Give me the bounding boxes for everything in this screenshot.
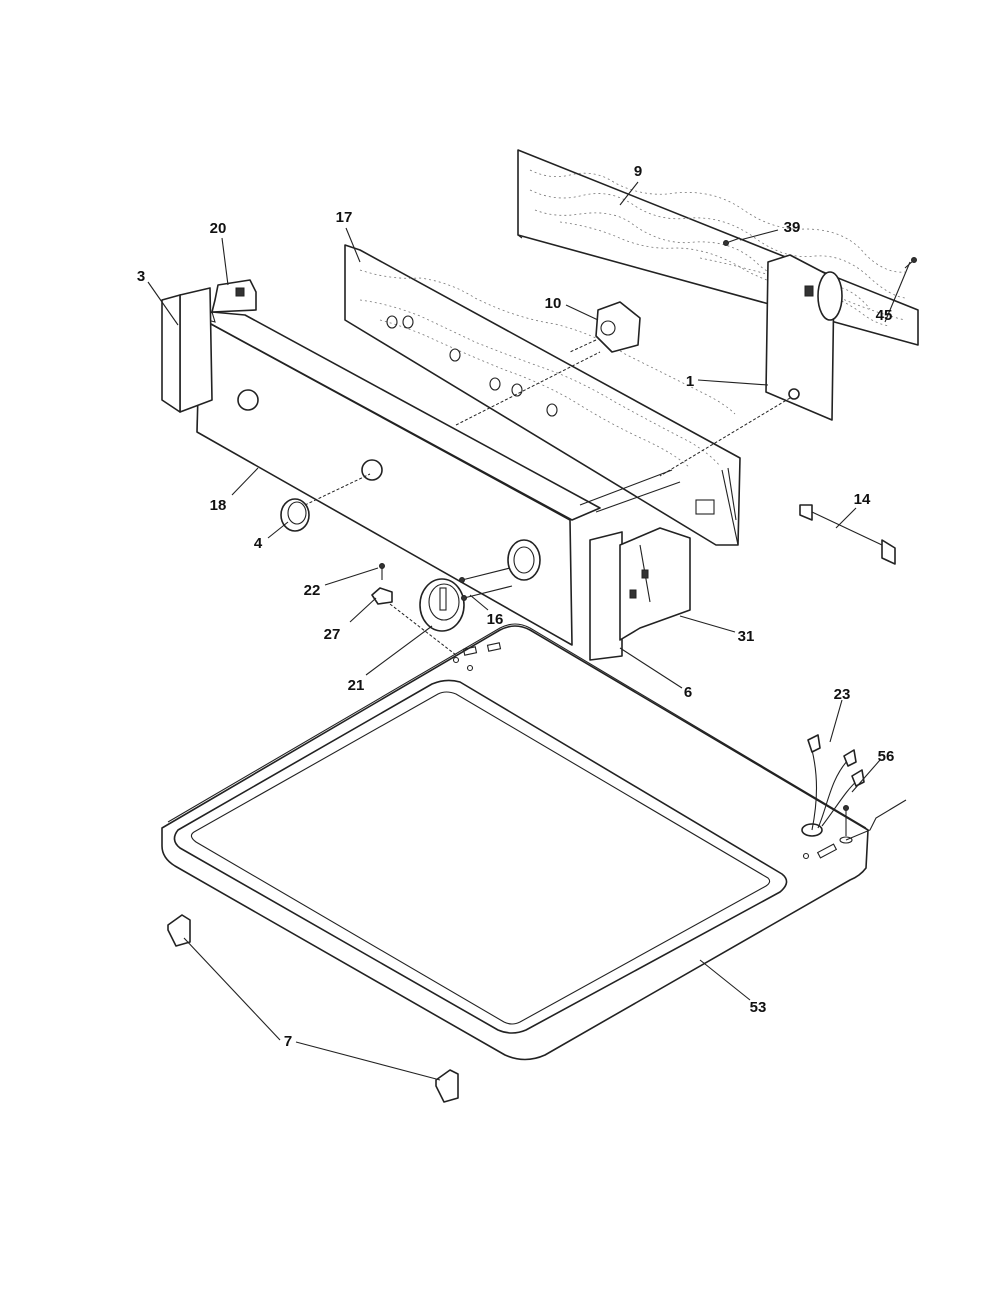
clip-part-7-right [435,1069,459,1103]
callout-21: 21 [348,677,365,694]
callout-27: 27 [324,626,341,643]
selector-switch-part-10 [569,301,641,353]
screw-part-39 [723,237,741,246]
callout-17: 17 [336,209,353,226]
callout-14: 14 [854,491,871,508]
timer-part-1 [659,254,843,477]
callout-53: 53 [750,999,767,1016]
callout-10: 10 [545,295,562,312]
callout-56: 56 [878,748,895,765]
callout-3: 3 [137,268,145,285]
callout-22: 22 [304,582,321,599]
callout-labels: 9 39 10 45 1 17 20 3 18 4 14 22 27 16 21… [137,163,895,1050]
callout-4: 4 [254,535,263,552]
callout-45: 45 [876,307,893,324]
left-end-bracket-part-20 [211,279,257,313]
knob-part-21 [419,578,465,632]
rear-panel-part-9 [517,149,919,346]
screw-part-16 [459,567,513,601]
wire-harness-part-14 [799,504,896,565]
top-cover-part-53 [161,623,869,1061]
callout-20: 20 [210,220,227,237]
callout-6: 6 [684,684,692,701]
callout-1: 1 [686,373,694,390]
right-bracket-part-31 [619,527,691,641]
callout-23: 23 [834,686,851,703]
knob-part-4 [280,473,371,532]
right-end-cap-part-6 [589,531,623,661]
screw-part-22 [379,563,385,580]
clip-part-27 [371,587,393,605]
screw-part-45 [904,257,917,269]
leader-lines [147,181,911,1081]
callout-16: 16 [487,611,504,628]
callout-18: 18 [210,497,227,514]
ground-wire-part-56 [839,799,907,844]
callout-9: 9 [634,163,642,180]
left-end-cap-part-3 [161,287,213,413]
callout-7: 7 [284,1033,292,1050]
control-panel-backing-part-17 [344,244,741,546]
callout-39: 39 [784,219,801,236]
callout-31: 31 [738,628,755,645]
